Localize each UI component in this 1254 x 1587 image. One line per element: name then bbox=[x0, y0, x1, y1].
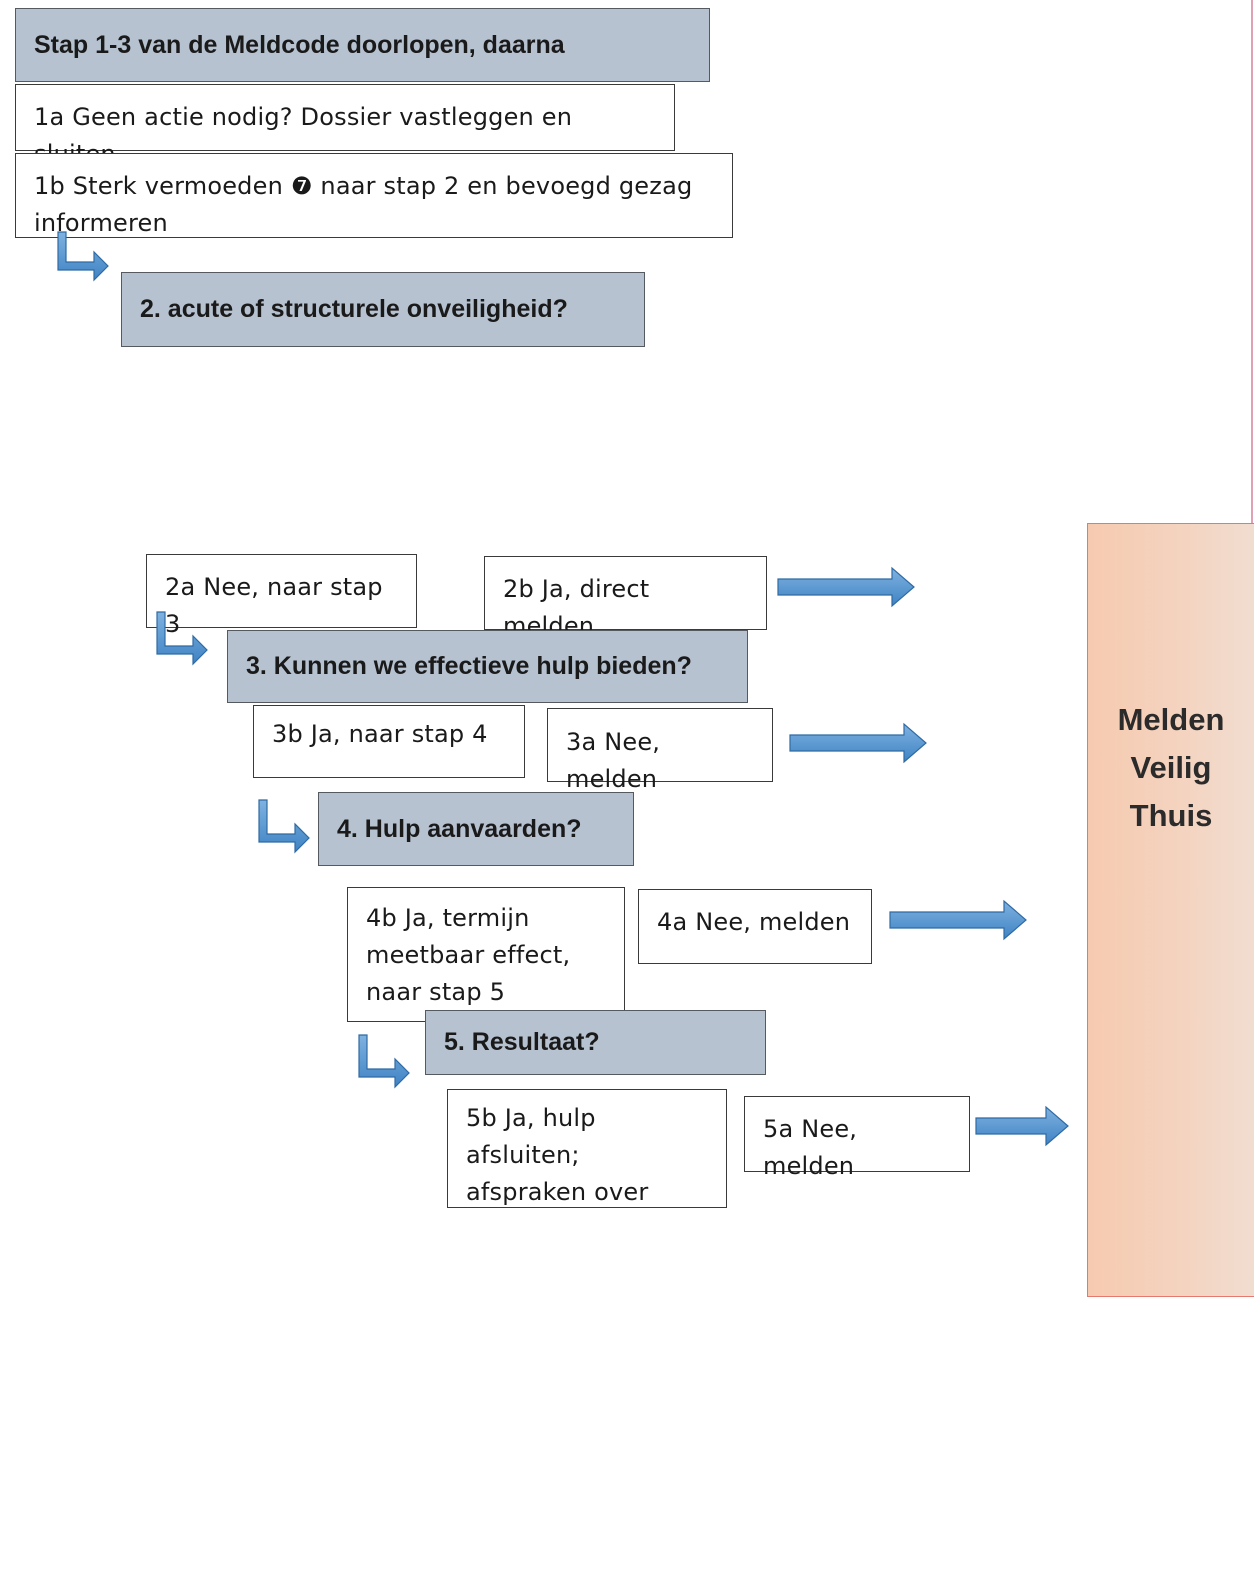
box-4b-line3: naar stap 5 bbox=[366, 978, 506, 1006]
right-arrow-icon bbox=[975, 1105, 1069, 1147]
box-5a-text: 5a Nee, melden bbox=[763, 1115, 858, 1180]
side-panel-line1: Melden bbox=[1117, 702, 1225, 737]
box-2b: 2b Ja, direct melden bbox=[484, 556, 767, 640]
right-arrow-icon bbox=[777, 566, 915, 608]
header-step-5-label: 5. Resultaat? bbox=[444, 1028, 600, 1056]
header-step-3: 3. Kunnen we effectieve hulp bieden? bbox=[227, 630, 748, 703]
box-3b: 3b Ja, naar stap 4 bbox=[253, 705, 525, 778]
header-step-4: 4. Hulp aanvaarden? bbox=[318, 792, 634, 866]
box-3a-text: 3a Nee, melden bbox=[566, 728, 661, 793]
elbow-arrow-icon bbox=[358, 1034, 410, 1089]
box-1b-line2: informeren bbox=[34, 209, 168, 237]
box-4a-text: 4a Nee, melden bbox=[657, 908, 851, 936]
box-2a-text: 2a Nee, naar stap 3 bbox=[165, 573, 383, 638]
side-panel-line3: Thuis bbox=[1129, 798, 1213, 833]
right-arrow-icon bbox=[789, 722, 927, 764]
box-4b-line1: 4b Ja, termijn bbox=[366, 904, 530, 932]
elbow-arrow-icon bbox=[156, 611, 208, 666]
box-1b-text-before: 1b Sterk vermoeden bbox=[34, 172, 283, 200]
melden-veilig-thuis-panel: Melden Veilig Thuis bbox=[1087, 523, 1254, 1297]
elbow-arrow-icon bbox=[57, 231, 109, 282]
box-3a: 3a Nee, melden bbox=[547, 708, 773, 793]
step-7-marker-icon: ❼ bbox=[290, 172, 313, 200]
side-panel-line2: Veilig bbox=[1130, 750, 1212, 785]
header-step-4-label: 4. Hulp aanvaarden? bbox=[337, 814, 582, 843]
right-arrow-icon bbox=[889, 899, 1027, 941]
box-1a: 1a Geen actie nodig? Dossier vastleggen … bbox=[15, 84, 675, 168]
box-5b-line2: afspraken over bbox=[466, 1178, 649, 1206]
box-5a: 5a Nee, melden bbox=[744, 1096, 970, 1180]
header-step-1-label: Stap 1-3 van de Meldcode doorlopen, daar… bbox=[34, 30, 565, 59]
box-5b-line1: 5b Ja, hulp afsluiten; bbox=[466, 1104, 596, 1169]
box-5b: 5b Ja, hulp afsluiten; afspraken over mo… bbox=[447, 1089, 727, 1208]
header-step-2-label: 2. acute of structurele onveiligheid? bbox=[140, 295, 568, 323]
header-step-2: 2. acute of structurele onveiligheid? bbox=[121, 272, 645, 347]
box-3b-text: 3b Ja, naar stap 4 bbox=[272, 720, 488, 748]
box-1b-text-after: naar stap 2 en bevoegd gezag bbox=[320, 172, 693, 200]
header-step-5: 5. Resultaat? bbox=[425, 1010, 766, 1075]
elbow-arrow-icon bbox=[258, 799, 310, 854]
header-step-3-label: 3. Kunnen we effectieve hulp bieden? bbox=[246, 652, 692, 680]
box-4b-line2: meetbaar effect, bbox=[366, 941, 571, 969]
box-4b: 4b Ja, termijn meetbaar effect, naar sta… bbox=[347, 887, 625, 1022]
box-2a: 2a Nee, naar stap 3 bbox=[146, 554, 417, 638]
box-4a: 4a Nee, melden bbox=[638, 889, 872, 964]
page-edge-line bbox=[1251, 0, 1253, 523]
box-1b: 1b Sterk vermoeden ❼ naar stap 2 en bevo… bbox=[15, 153, 733, 238]
header-step-1: Stap 1-3 van de Meldcode doorlopen, daar… bbox=[15, 8, 710, 82]
